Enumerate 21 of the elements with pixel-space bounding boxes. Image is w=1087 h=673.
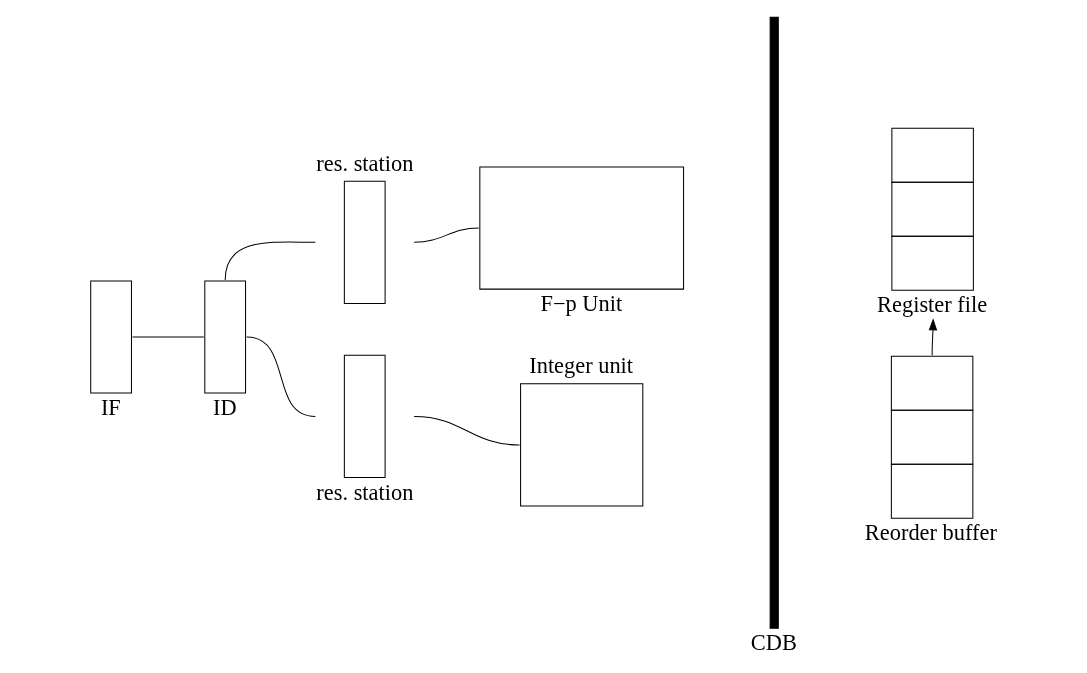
node-box [90, 279, 132, 394]
node-label: res. station [316, 479, 414, 505]
connector [246, 336, 316, 417]
node-box [520, 382, 644, 507]
node-box [343, 180, 386, 304]
node-label: Reorder buffer [864, 519, 997, 545]
node-box [479, 165, 685, 290]
connector [224, 241, 316, 280]
node-label: IF [100, 394, 121, 420]
connector [413, 415, 521, 445]
node-label: Integer unit [529, 352, 634, 378]
node-label: ID [212, 394, 237, 420]
node-label: res. station [316, 150, 414, 176]
connector [131, 336, 205, 337]
node-label: F−p Unit [540, 290, 623, 316]
node-label: Register file [877, 291, 988, 317]
node-box [343, 354, 386, 478]
node-label: CDB [750, 629, 797, 655]
node-box [204, 279, 247, 394]
arrow [928, 317, 938, 356]
connector [413, 227, 480, 243]
